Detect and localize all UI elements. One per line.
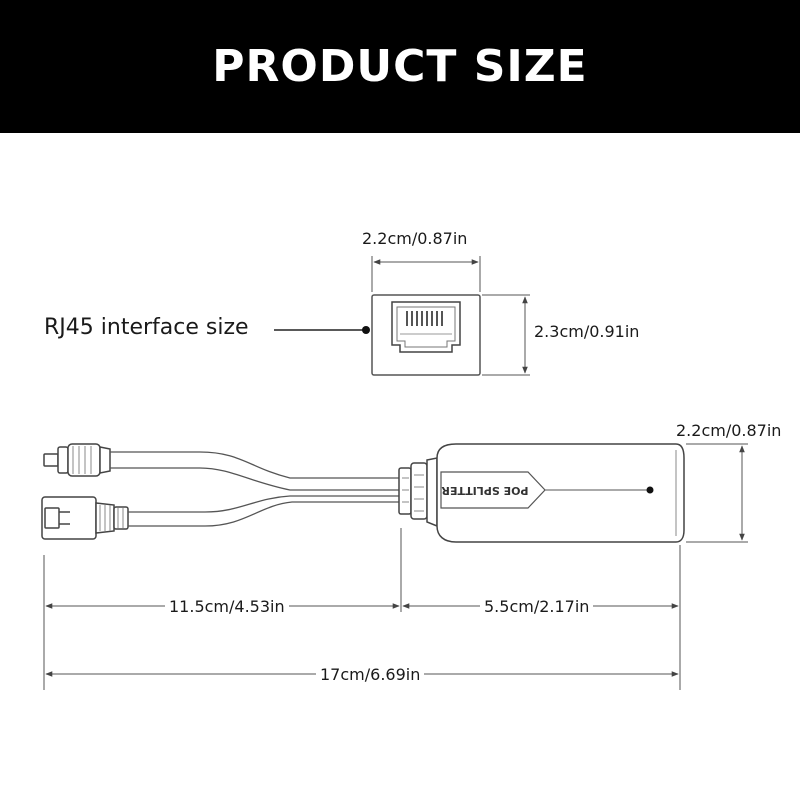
rj45-plug: [41, 496, 129, 540]
rj45-port-view: [371, 294, 481, 376]
body-length-label: 5.5cm/2.17in: [480, 597, 594, 616]
cables: [110, 451, 400, 527]
rj45-height-dimension: [482, 294, 530, 376]
rj45-callout-label: RJ45 interface size: [44, 315, 249, 340]
rj45-height-label: 2.3cm/0.91in: [530, 322, 644, 341]
cable-length-label: 11.5cm/4.53in: [165, 597, 289, 616]
splitter-body-label: POE SPLITTER: [441, 484, 529, 497]
splitter-height-dimension: [686, 443, 748, 543]
length-extension-lines: [43, 528, 681, 690]
header-banner: PRODUCT SIZE: [0, 0, 800, 133]
cable-gland: [398, 457, 438, 528]
splitter-height-label: 2.2cm/0.87in: [672, 421, 786, 440]
total-length-label: 17cm/6.69in: [316, 665, 425, 684]
dc-plug: [43, 443, 111, 477]
splitter-body: [436, 443, 685, 543]
rj45-callout-leader: [274, 326, 370, 334]
page-title: PRODUCT SIZE: [212, 41, 588, 92]
rj45-width-dimension: [371, 256, 481, 292]
rj45-width-label: 2.2cm/0.87in: [358, 229, 472, 248]
